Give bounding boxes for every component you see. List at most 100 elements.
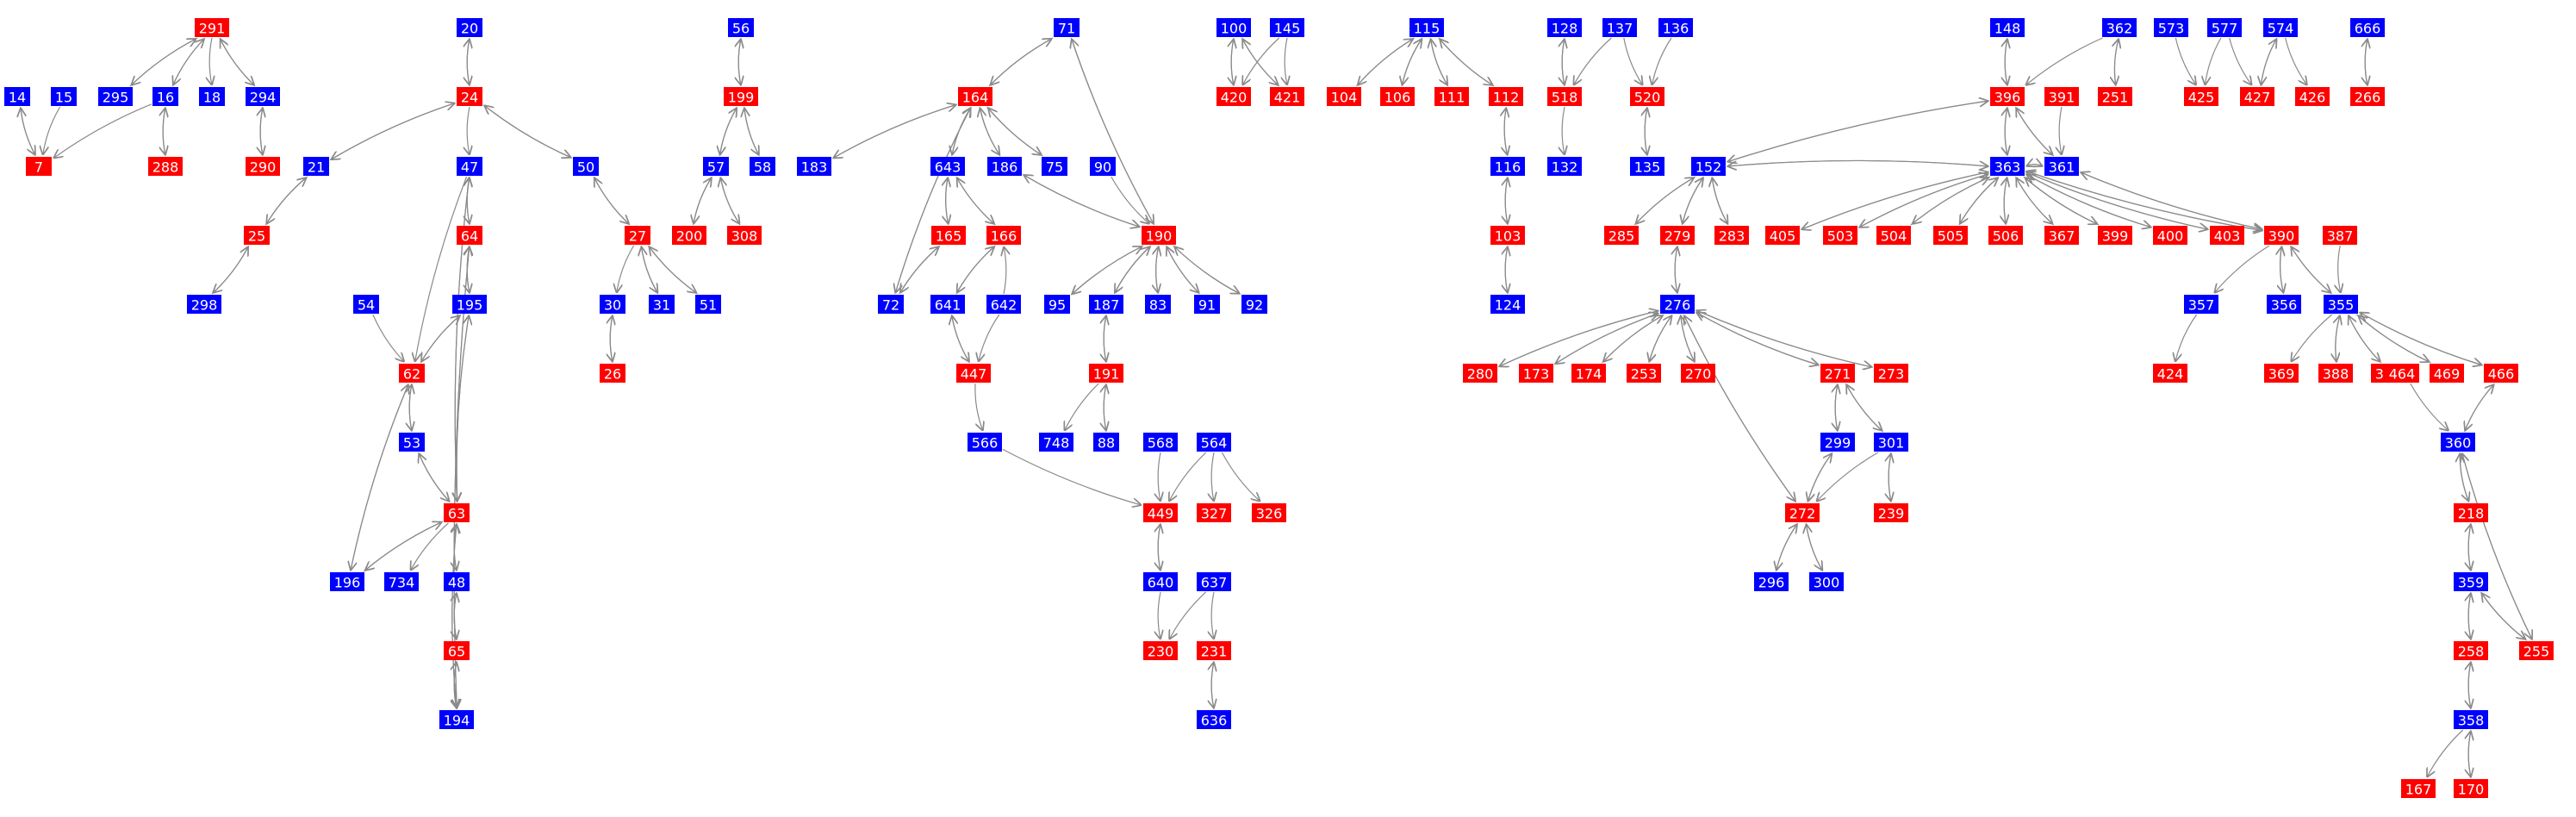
node-273[interactable]: 273 [1874, 364, 1908, 383]
node-27[interactable]: 27 [625, 226, 650, 245]
node-420[interactable]: 420 [1216, 87, 1251, 106]
node-50[interactable]: 50 [573, 157, 599, 176]
node-72[interactable]: 72 [878, 295, 904, 314]
node-391[interactable]: 391 [2044, 87, 2079, 106]
node-31[interactable]: 31 [649, 295, 675, 314]
node-326[interactable]: 326 [1252, 503, 1286, 522]
node-271[interactable]: 271 [1820, 364, 1855, 383]
node-666[interactable]: 666 [2350, 18, 2385, 37]
node-239[interactable]: 239 [1874, 503, 1908, 522]
node-748[interactable]: 748 [1039, 433, 1073, 452]
node-21[interactable]: 21 [303, 157, 329, 176]
node-20[interactable]: 20 [457, 18, 482, 37]
node-136[interactable]: 136 [1658, 18, 1693, 37]
node-57[interactable]: 57 [703, 157, 729, 176]
node-200[interactable]: 200 [672, 226, 706, 245]
node-566[interactable]: 566 [968, 433, 1002, 452]
node-503[interactable]: 503 [1823, 226, 1857, 245]
node-124[interactable]: 124 [1490, 295, 1525, 314]
node-165[interactable]: 165 [931, 226, 966, 245]
node-83[interactable]: 83 [1145, 295, 1171, 314]
node-367[interactable]: 367 [2044, 226, 2079, 245]
node-16[interactable]: 16 [152, 87, 178, 106]
node-355[interactable]: 355 [2324, 295, 2358, 314]
node-308[interactable]: 308 [727, 226, 762, 245]
node-387[interactable]: 387 [2323, 226, 2357, 245]
node-128[interactable]: 128 [1547, 18, 1582, 37]
node-173[interactable]: 173 [1519, 364, 1553, 383]
node-421[interactable]: 421 [1270, 87, 1304, 106]
node-25[interactable]: 25 [244, 226, 270, 245]
node-26[interactable]: 26 [600, 364, 625, 383]
node-360[interactable]: 360 [2441, 433, 2475, 452]
node-285[interactable]: 285 [1604, 226, 1639, 245]
node-231[interactable]: 231 [1197, 641, 1231, 660]
node-573[interactable]: 573 [2154, 18, 2188, 37]
node-643[interactable]: 643 [930, 157, 965, 176]
node-388[interactable]: 388 [2318, 364, 2353, 383]
node-280[interactable]: 280 [1463, 364, 1497, 383]
node-230[interactable]: 230 [1143, 641, 1178, 660]
node-466[interactable]: 466 [2484, 364, 2518, 383]
node-357[interactable]: 357 [2184, 295, 2218, 314]
node-15[interactable]: 15 [51, 87, 77, 106]
node-194[interactable]: 194 [439, 710, 474, 729]
node-95[interactable]: 95 [1044, 295, 1070, 314]
node-327[interactable]: 327 [1197, 503, 1231, 522]
node-424[interactable]: 424 [2153, 364, 2187, 383]
node-104[interactable]: 104 [1327, 87, 1361, 106]
node-24[interactable]: 24 [457, 87, 482, 106]
node-14[interactable]: 14 [4, 87, 30, 106]
node-640[interactable]: 640 [1143, 572, 1178, 591]
node-71[interactable]: 71 [1054, 18, 1080, 37]
node-56[interactable]: 56 [728, 18, 754, 37]
node-447[interactable]: 447 [956, 364, 991, 383]
node-296[interactable]: 296 [1754, 572, 1789, 591]
node-505[interactable]: 505 [1933, 226, 1968, 245]
node-195[interactable]: 195 [452, 295, 487, 314]
node-400[interactable]: 400 [2153, 226, 2187, 245]
node-18[interactable]: 18 [199, 87, 225, 106]
node-425[interactable]: 425 [2184, 87, 2218, 106]
node-283[interactable]: 283 [1714, 226, 1749, 245]
node-115[interactable]: 115 [1409, 18, 1444, 37]
node-63[interactable]: 63 [444, 503, 470, 522]
node-362[interactable]: 362 [2102, 18, 2137, 37]
node-506[interactable]: 506 [1988, 226, 2023, 245]
node-361[interactable]: 361 [2044, 157, 2079, 176]
node-116[interactable]: 116 [1490, 157, 1525, 176]
node-103[interactable]: 103 [1490, 226, 1525, 245]
node-88[interactable]: 88 [1093, 433, 1119, 452]
node-174[interactable]: 174 [1571, 364, 1606, 383]
node-112[interactable]: 112 [1489, 87, 1523, 106]
node-299[interactable]: 299 [1820, 433, 1855, 452]
node-54[interactable]: 54 [353, 295, 379, 314]
node-734[interactable]: 734 [384, 572, 419, 591]
node-518[interactable]: 518 [1547, 87, 1582, 106]
node-637[interactable]: 637 [1197, 572, 1231, 591]
node-196[interactable]: 196 [330, 572, 364, 591]
node-298[interactable]: 298 [187, 295, 221, 314]
node-449[interactable]: 449 [1143, 503, 1178, 522]
node-288[interactable]: 288 [148, 157, 183, 176]
node-58[interactable]: 58 [750, 157, 775, 176]
node-253[interactable]: 253 [1627, 364, 1661, 383]
node-266[interactable]: 266 [2350, 87, 2385, 106]
node-636[interactable]: 636 [1197, 710, 1231, 729]
node-148[interactable]: 148 [1990, 18, 2025, 37]
node-574[interactable]: 574 [2263, 18, 2298, 37]
node-75[interactable]: 75 [1042, 157, 1067, 176]
node-390[interactable]: 390 [2264, 226, 2299, 245]
node-276[interactable]: 276 [1660, 295, 1695, 314]
node-90[interactable]: 90 [1090, 157, 1116, 176]
node-642[interactable]: 642 [986, 295, 1021, 314]
node-369[interactable]: 369 [2264, 364, 2299, 383]
node-190[interactable]: 190 [1142, 226, 1176, 245]
node-64[interactable]: 64 [457, 226, 482, 245]
node-132[interactable]: 132 [1547, 157, 1582, 176]
node-166[interactable]: 166 [986, 226, 1021, 245]
node-186[interactable]: 186 [987, 157, 1022, 176]
node-145[interactable]: 145 [1270, 18, 1304, 37]
node-464[interactable]: 464 [2385, 364, 2419, 383]
node-106[interactable]: 106 [1380, 87, 1415, 106]
